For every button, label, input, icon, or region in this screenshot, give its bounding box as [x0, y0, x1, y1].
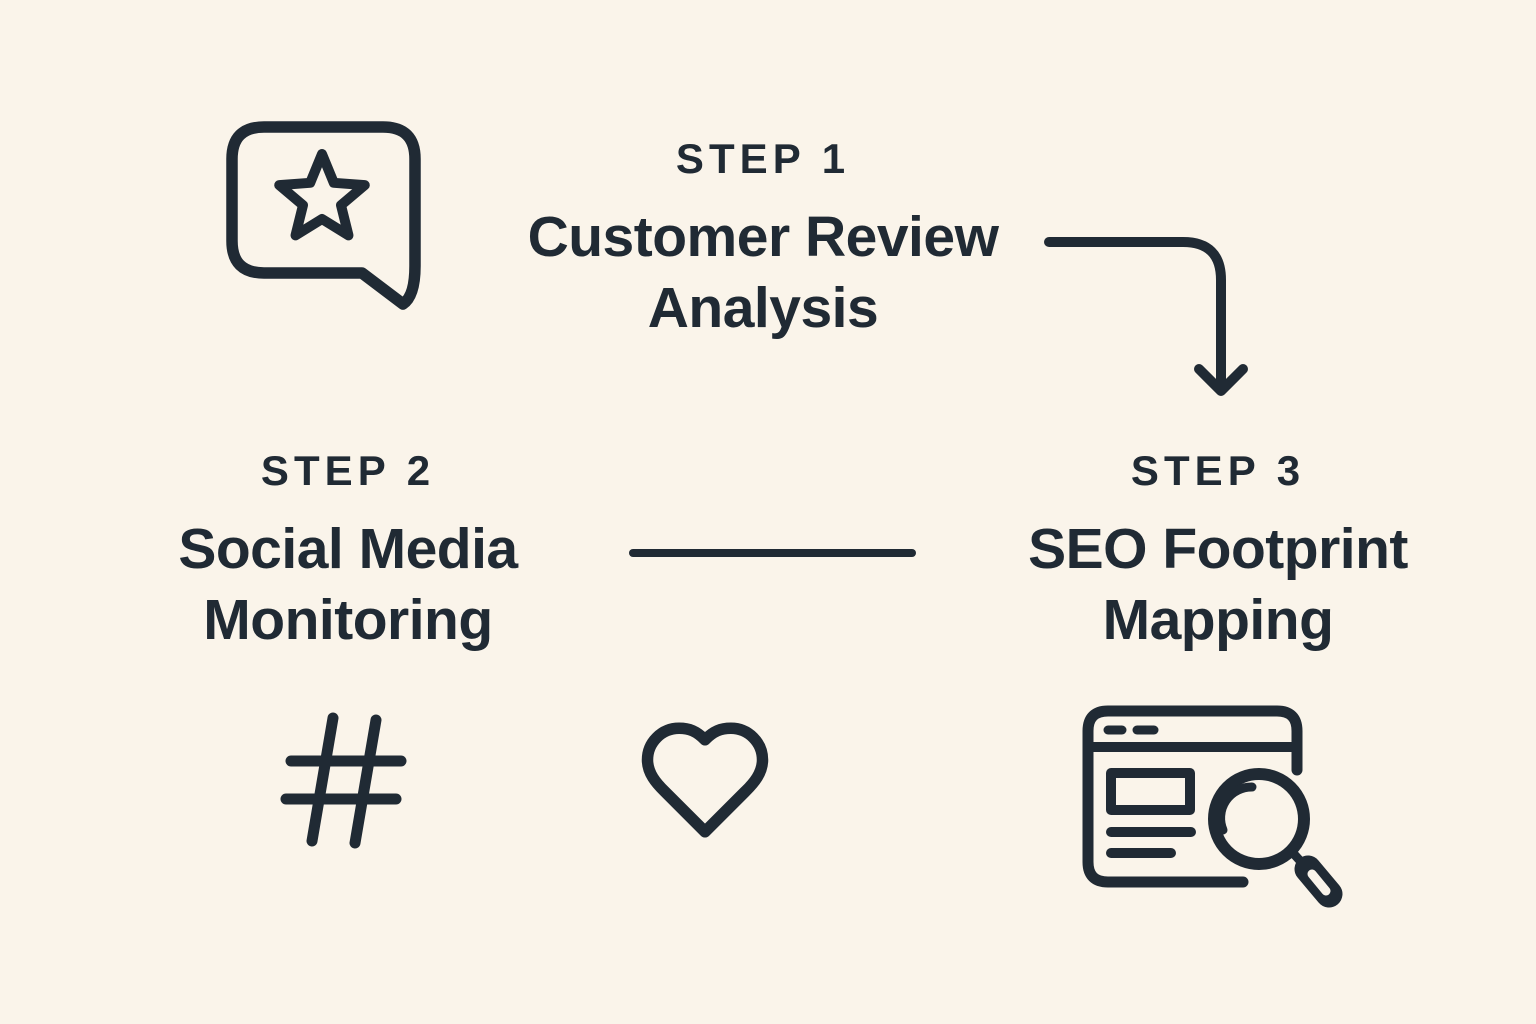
step-2-label: STEP 2	[260, 447, 436, 494]
curved-arrow-step1-to-step3-icon	[1044, 237, 1248, 396]
browser-seo-search-icon	[1082, 705, 1343, 908]
step-1-title-line-1: Customer Review	[527, 205, 999, 269]
magnifier-icon	[1208, 768, 1343, 908]
star-icon	[274, 149, 370, 241]
magnifier-handle-cutout	[1307, 869, 1331, 896]
step-1-title-line-2: Analysis	[647, 276, 879, 340]
step-2-title-line-2: Monitoring	[203, 588, 493, 652]
heart-icon	[641, 722, 769, 838]
arrow-shaft	[1044, 237, 1226, 392]
step-3-title-line-2: Mapping	[1102, 588, 1334, 652]
connector-line-step2-to-step3	[629, 549, 916, 557]
step-1-block: STEP 1 Customer Review Analysis	[433, 136, 1093, 344]
speech-bubble-outline	[226, 121, 421, 310]
step-1-label: STEP 1	[675, 135, 851, 182]
step-1-title: Customer Review Analysis	[528, 202, 999, 344]
step-2-title: Social Media Monitoring	[178, 514, 518, 656]
browser-window-icon	[1082, 705, 1303, 888]
hashtag-left-stroke	[306, 712, 339, 847]
heart-outline	[641, 722, 769, 838]
step-3-title: SEO Footprint Mapping	[1028, 514, 1408, 656]
step-2-title-line-1: Social Media	[178, 517, 518, 581]
hashtag-right-stroke	[349, 714, 382, 849]
magnifier-lens-reflection	[1216, 782, 1257, 835]
magnifier-lens	[1208, 768, 1310, 870]
hashtag-icon	[280, 712, 407, 849]
step-3-title-line-1: SEO Footprint	[1028, 517, 1408, 581]
step-3-block: STEP 3 SEO Footprint Mapping	[918, 448, 1518, 656]
arrow-head	[1194, 364, 1248, 396]
browser-frame	[1082, 705, 1303, 888]
step-2-block: STEP 2 Social Media Monitoring	[48, 448, 648, 656]
browser-content-image-placeholder	[1106, 768, 1195, 815]
step-3-label: STEP 3	[1130, 447, 1306, 494]
review-speech-bubble-star-icon	[226, 121, 421, 310]
